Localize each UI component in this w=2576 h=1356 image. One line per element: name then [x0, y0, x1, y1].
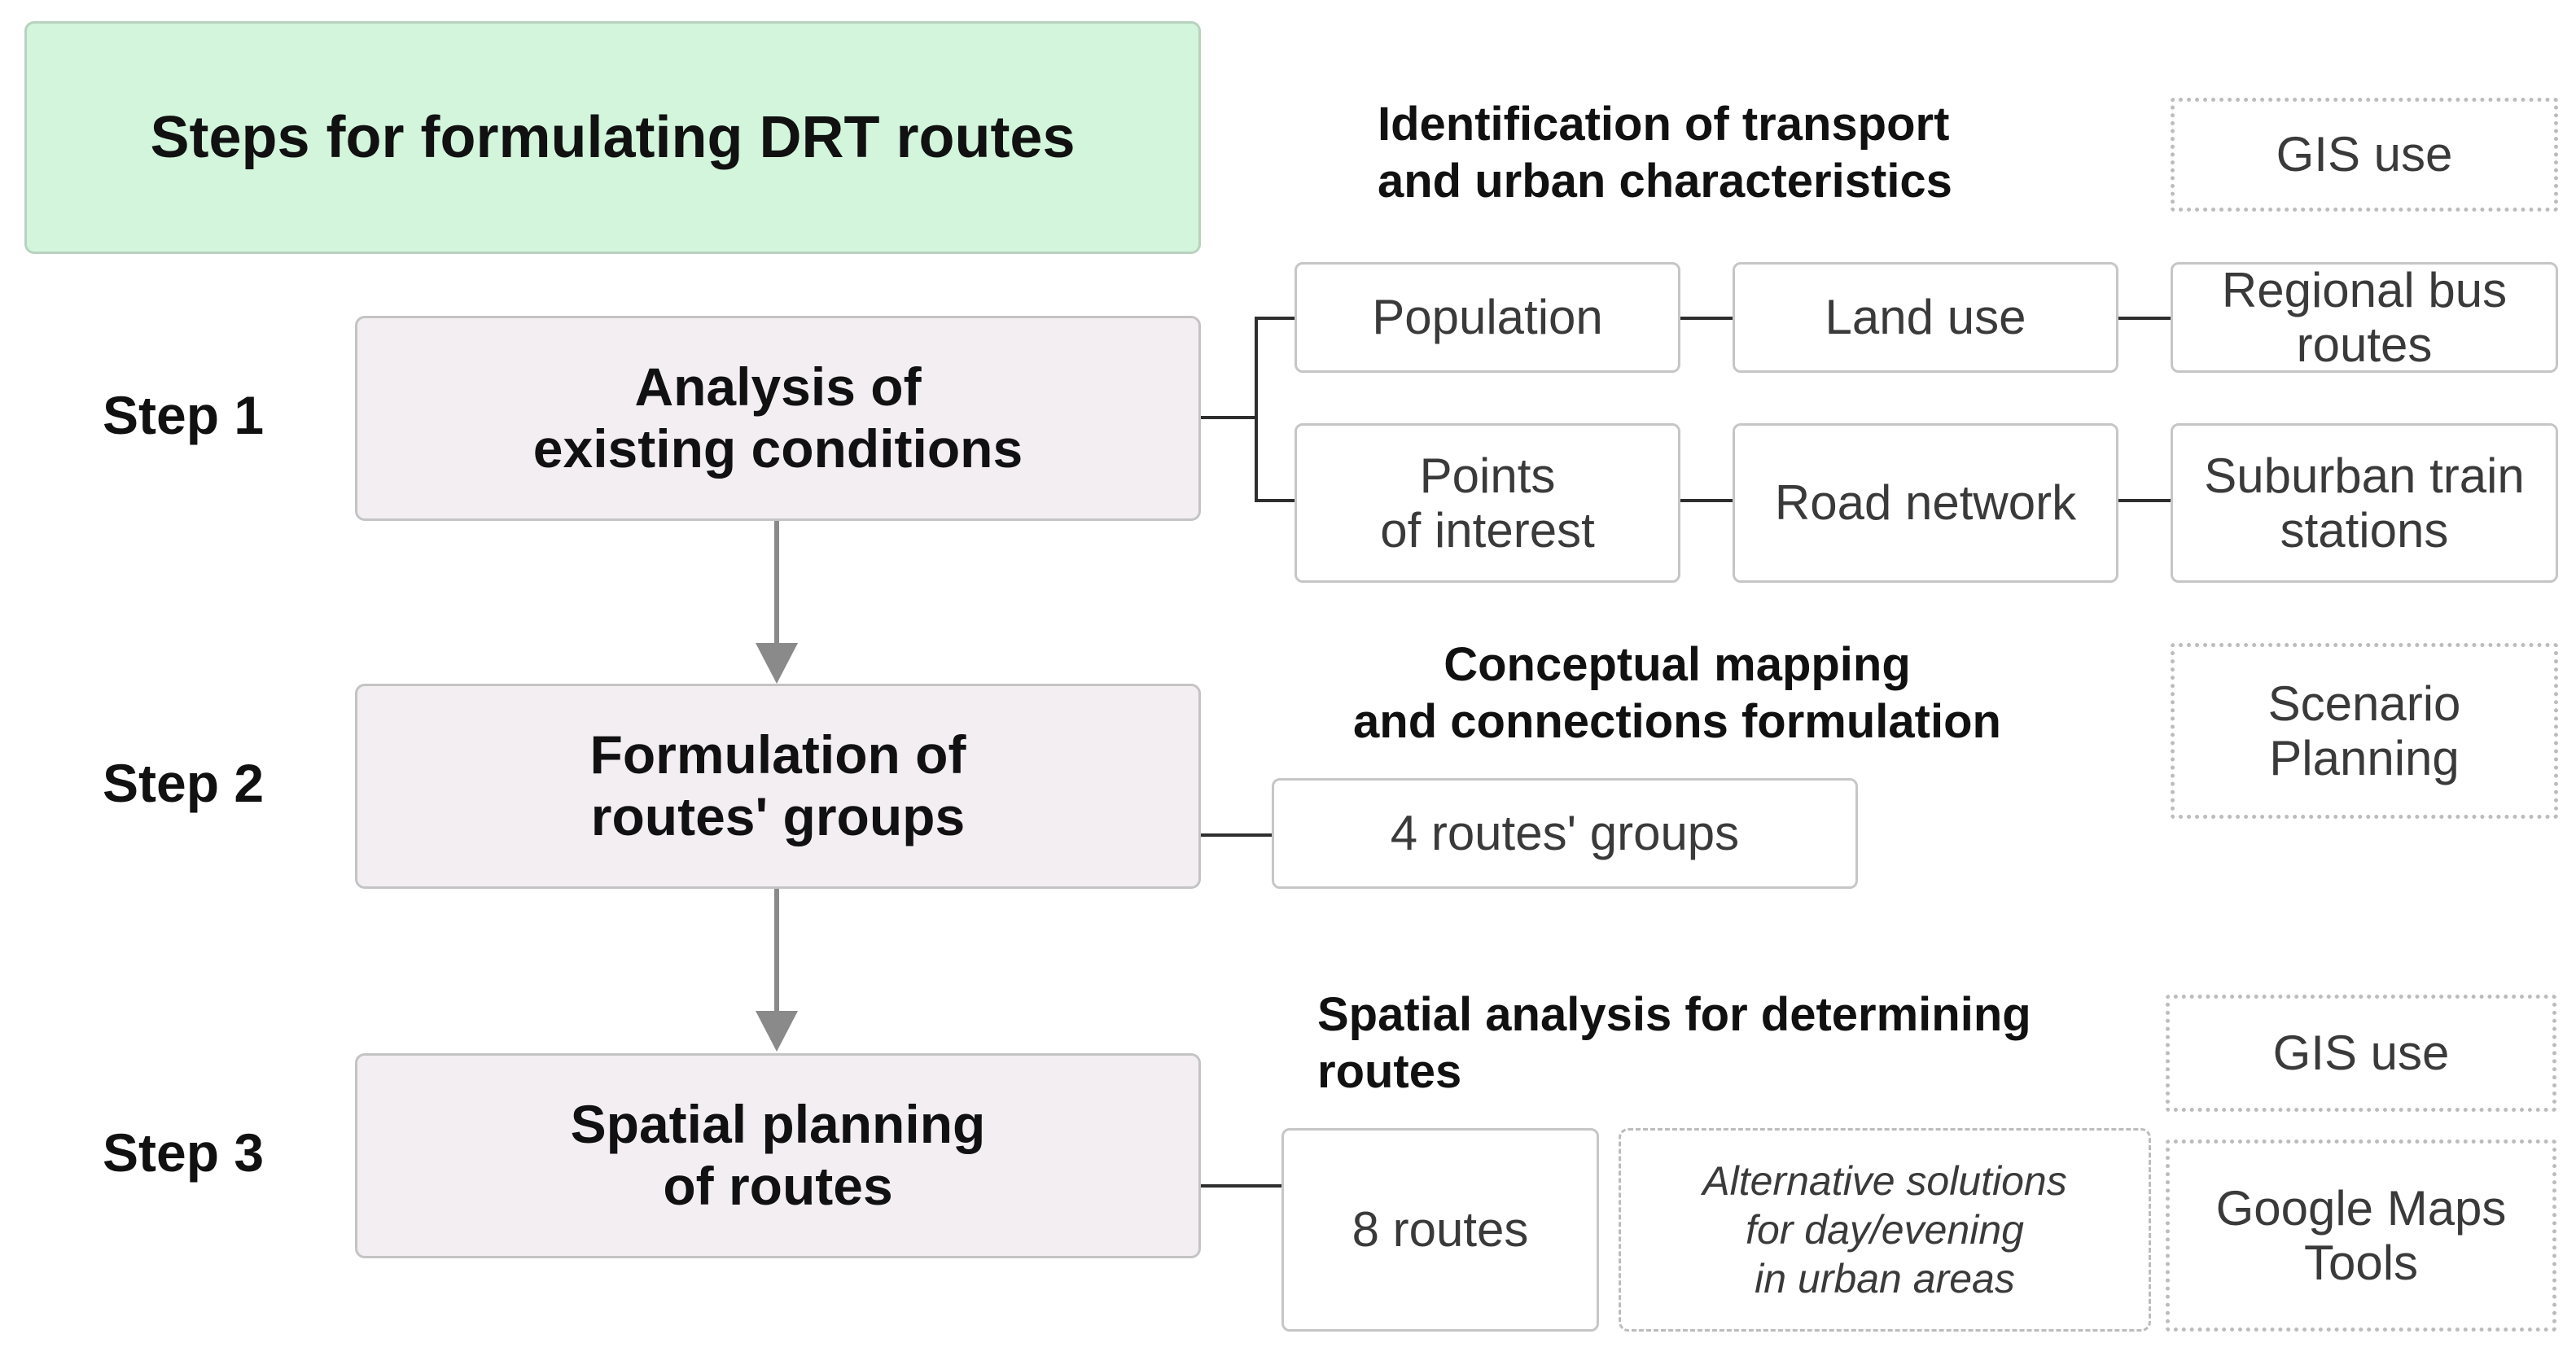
step-1-box: Analysis of existing conditions — [355, 316, 1201, 521]
item-8-routes: 8 routes — [1281, 1128, 1599, 1332]
step-3-connector — [1201, 1184, 1282, 1188]
step-1-tool: GIS use — [2171, 98, 2558, 212]
diagram-title: Steps for formulating DRT routes — [24, 21, 1201, 254]
step-2-box: Formulation of routes' groups — [355, 684, 1201, 889]
link-landuse-bus — [2118, 317, 2171, 320]
item-suburban-train-stations: Suburban train stations — [2171, 423, 2558, 583]
step-2-tool: Scenario Planning — [2171, 643, 2558, 819]
step-2-heading: Conceptual mapping and connections formu… — [1353, 638, 2001, 748]
item-population: Population — [1295, 262, 1680, 373]
step-2-connector — [1201, 833, 1274, 837]
step-3-label: Step 3 — [103, 1122, 265, 1183]
link-road-train — [2118, 499, 2171, 502]
step-1-label: Step 1 — [103, 385, 265, 445]
item-regional-bus-routes: Regional bus routes — [2171, 262, 2558, 373]
step-3-heading: Spatial analysis for determining routes — [1317, 988, 2031, 1098]
item-points-of-interest: Points of interest — [1295, 423, 1680, 583]
step-1-branch-bottom — [1255, 499, 1295, 502]
link-poi-road — [1680, 499, 1733, 502]
step-1-connector — [1201, 416, 1256, 419]
step-3-box: Spatial planning of routes — [355, 1053, 1201, 1258]
item-road-network: Road network — [1733, 423, 2118, 583]
arrow-step1-step2-shaft — [774, 521, 779, 645]
step-1-heading: Identification of transport and urban ch… — [1378, 98, 1952, 208]
arrow-step2-step3-shaft — [774, 889, 779, 1013]
step-1-branch-top — [1255, 317, 1295, 320]
item-land-use: Land use — [1733, 262, 2118, 373]
step-3-tool-gis: GIS use — [2166, 995, 2556, 1112]
item-4-routes-groups: 4 routes' groups — [1272, 778, 1858, 889]
alternative-solutions-box: Alternative solutions for day/evening in… — [1619, 1128, 2151, 1332]
arrow-step2-step3-head — [756, 1011, 798, 1052]
step-2-label: Step 2 — [103, 753, 265, 813]
step-1-branch — [1255, 317, 1258, 501]
step-3-tool-google-maps: Google Maps Tools — [2166, 1139, 2556, 1332]
link-population-landuse — [1680, 317, 1733, 320]
arrow-step1-step2-head — [756, 643, 798, 684]
